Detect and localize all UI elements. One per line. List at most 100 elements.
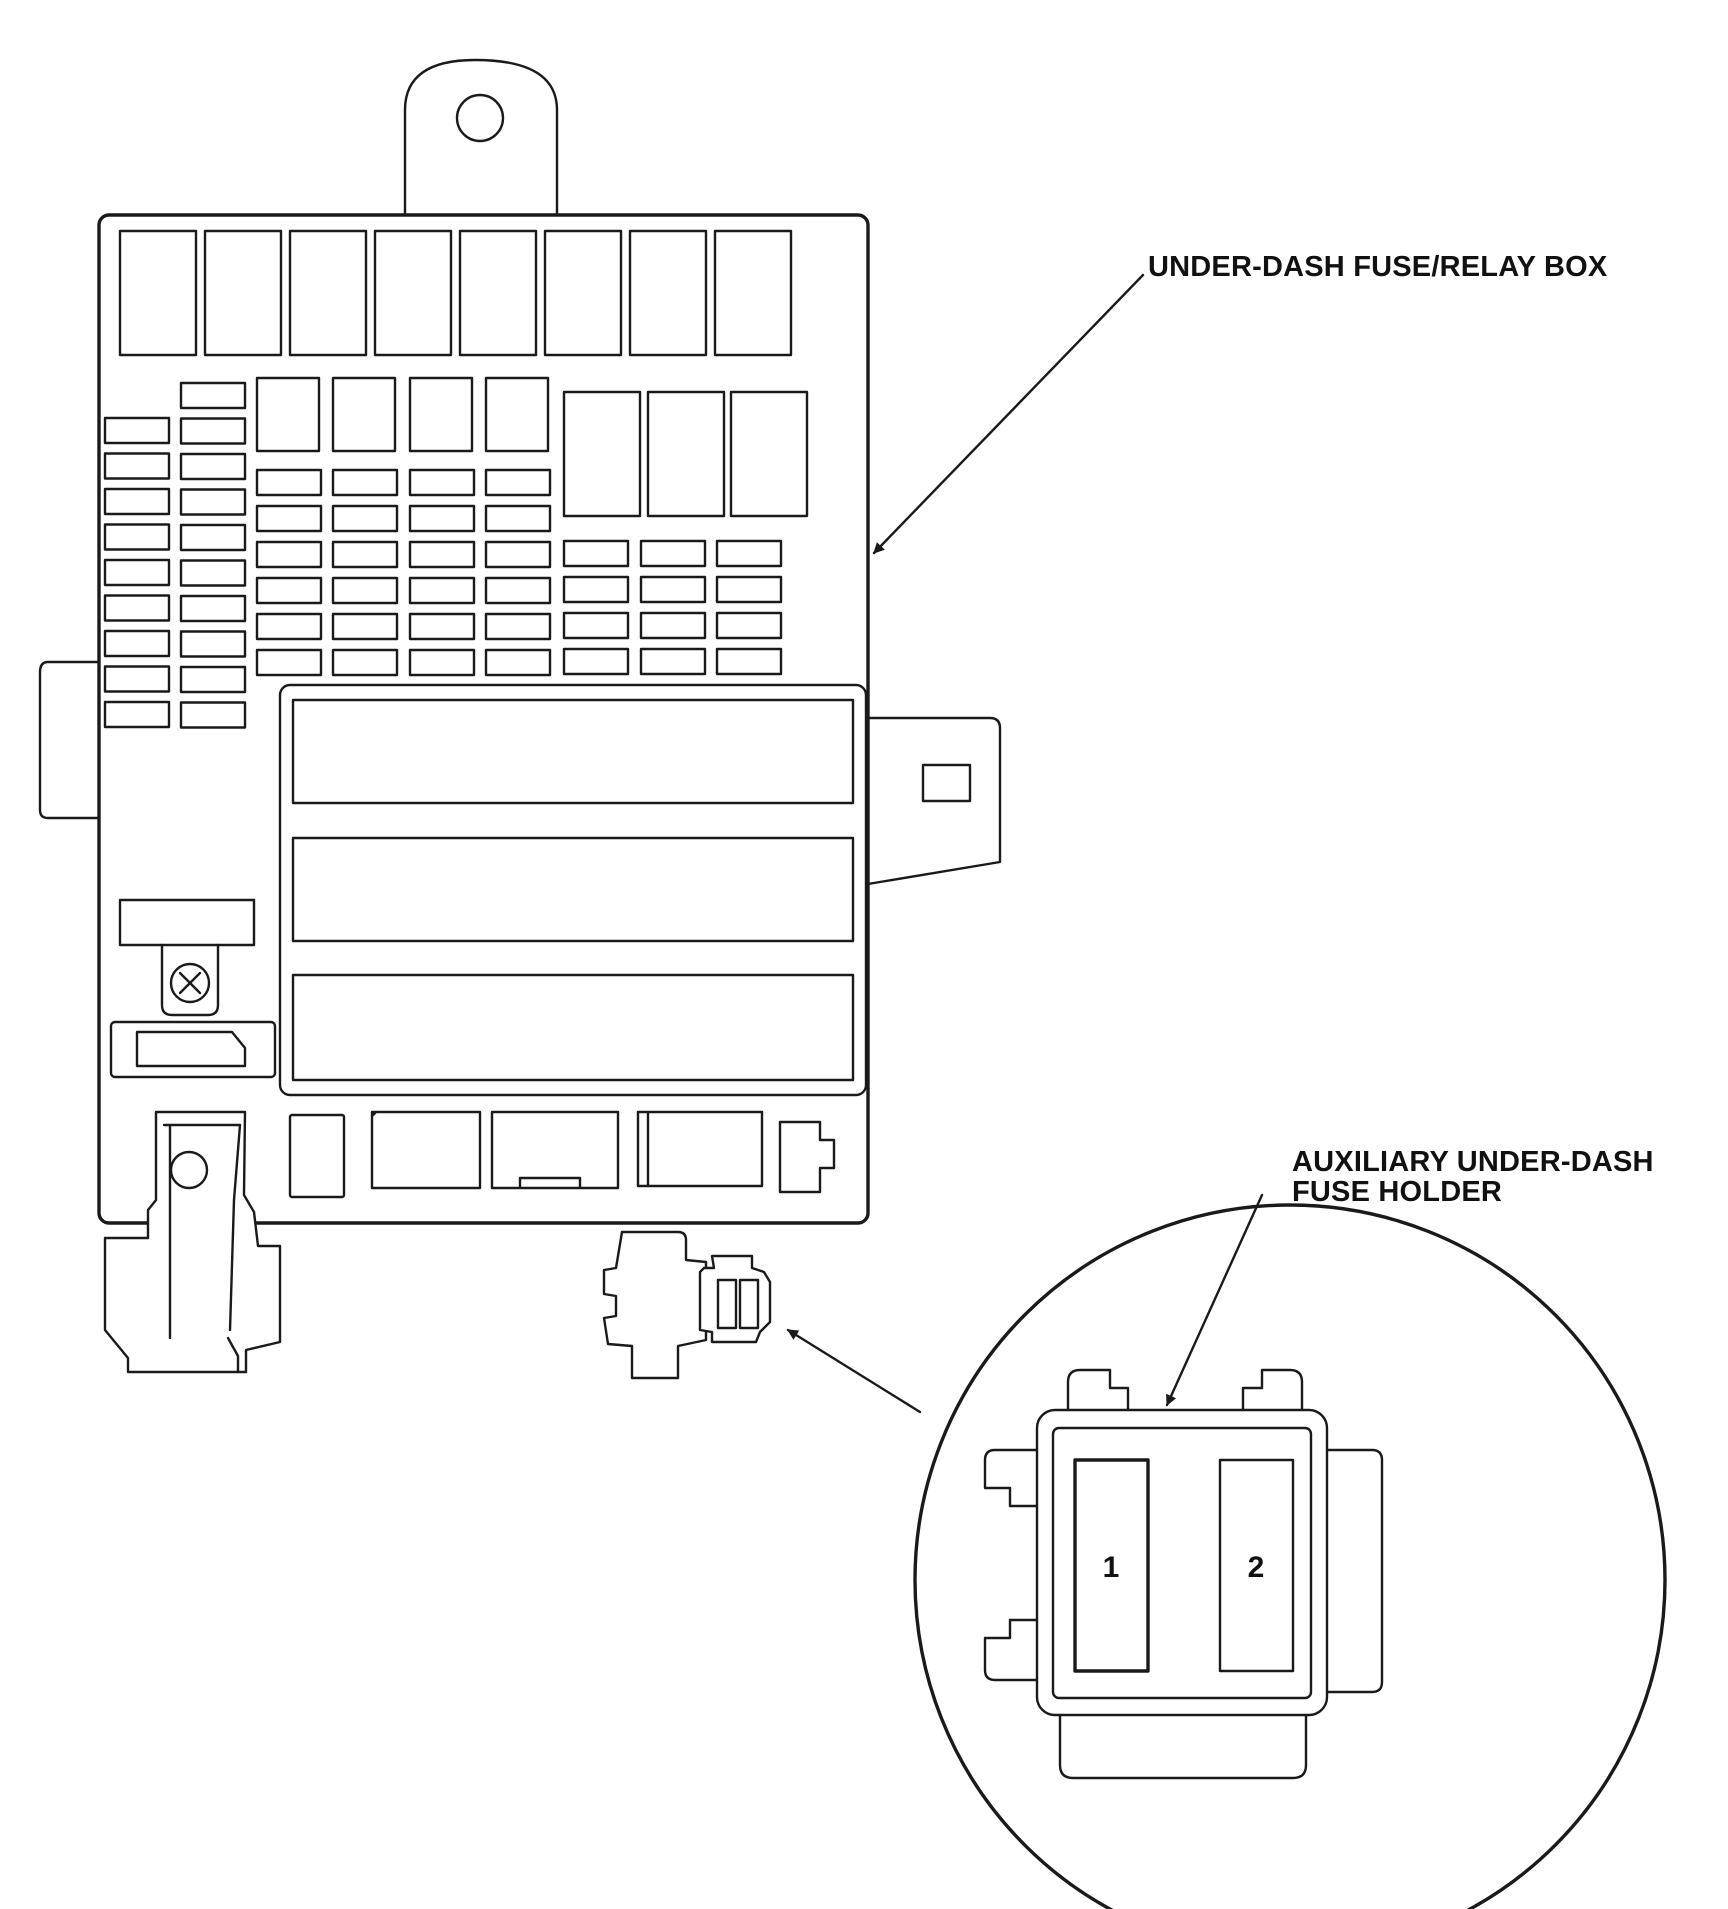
fuse-c2-r4 bbox=[179, 488, 247, 516]
fuse-c6-r5 bbox=[484, 612, 552, 641]
relay-top-7 bbox=[628, 229, 708, 357]
aux-holder-label-line1: AUXILIARY UNDER-DASH bbox=[1292, 1146, 1654, 1178]
fuse-c6-r1 bbox=[484, 468, 552, 497]
aux-holder-zoom-arrow bbox=[786, 1328, 922, 1414]
stud-mount bbox=[160, 943, 220, 1017]
fuse-c1-r5 bbox=[103, 558, 171, 587]
right-side-tab bbox=[1327, 1448, 1384, 1694]
fuse-c2-r7 bbox=[179, 594, 247, 623]
connector-3 bbox=[291, 973, 855, 1082]
aux-holder-small-fuse-2 bbox=[738, 1278, 760, 1330]
fuse-c4-r6 bbox=[331, 648, 399, 677]
relay-tall-2 bbox=[646, 390, 726, 518]
fuse-c6-r6 bbox=[484, 648, 552, 677]
connector-1 bbox=[291, 698, 855, 805]
fuse-c2-r9 bbox=[179, 665, 247, 694]
fuse-c7-r1 bbox=[562, 539, 630, 568]
bottom-connector-3 bbox=[490, 1110, 620, 1190]
fuse-slot-2 bbox=[1218, 1458, 1295, 1673]
relay-top-2 bbox=[203, 229, 283, 357]
relay-top-3 bbox=[288, 229, 368, 357]
fuse-c7-r3 bbox=[562, 611, 630, 640]
bottom-connector-5 bbox=[778, 1120, 836, 1194]
fuse-c3-r5 bbox=[255, 612, 323, 641]
fuse-c3-r2 bbox=[255, 504, 323, 533]
fuse-c4-r1 bbox=[331, 468, 399, 497]
relay-mid-4 bbox=[484, 376, 550, 453]
fuse-c3-r1 bbox=[255, 468, 323, 497]
relay-tall-1 bbox=[562, 390, 642, 518]
fuse-c1-r2 bbox=[103, 452, 171, 480]
fuse-slots bbox=[103, 381, 783, 729]
relay-top-5 bbox=[458, 229, 538, 357]
fuse-c5-r5 bbox=[408, 612, 476, 641]
fuse-c2-r5 bbox=[179, 523, 247, 552]
fuse-c2-r1 bbox=[179, 381, 247, 410]
fuse-c4-r4 bbox=[331, 576, 399, 605]
fuse-c1-r6 bbox=[103, 594, 171, 622]
box-body bbox=[97, 213, 870, 1225]
fuse-c8-r1 bbox=[639, 539, 707, 568]
fuse-c7-r2 bbox=[562, 575, 630, 604]
relay-mid-2 bbox=[331, 376, 397, 453]
fuse-c1-r9 bbox=[103, 700, 171, 729]
mounting-hole bbox=[455, 93, 505, 143]
ground-screw bbox=[169, 962, 211, 1004]
relay-top-8 bbox=[713, 229, 793, 357]
magnifier-circle bbox=[913, 1203, 1667, 1909]
fuse-c8-r2 bbox=[639, 575, 707, 604]
fuse-c2-r2 bbox=[179, 417, 247, 445]
fuse-c4-r5 bbox=[331, 612, 399, 641]
fuse-c2-r3 bbox=[179, 452, 247, 481]
relay-mid-3 bbox=[408, 376, 474, 453]
fuse-c5-r6 bbox=[408, 648, 476, 677]
fuse-slot-1 bbox=[1073, 1458, 1150, 1673]
fuse-c5-r1 bbox=[408, 468, 476, 497]
left-side-tab-lower bbox=[983, 1618, 1037, 1682]
holder-inner-frame bbox=[1051, 1426, 1313, 1700]
left-side-bracket bbox=[38, 660, 99, 820]
aux-holder-leader-arrow bbox=[1165, 1193, 1264, 1407]
top-right-tab bbox=[1241, 1368, 1304, 1410]
bottom-connector-1 bbox=[288, 1113, 346, 1199]
fuse-c1-r1 bbox=[103, 416, 171, 445]
relay-sockets bbox=[118, 229, 809, 518]
connector-2 bbox=[291, 836, 855, 943]
fuse-c8-r3 bbox=[639, 611, 707, 640]
screw-cross-icon bbox=[178, 971, 202, 995]
fuse-c7-r4 bbox=[562, 647, 630, 676]
holder-housing bbox=[1035, 1408, 1329, 1717]
fuse-c9-r2 bbox=[715, 575, 783, 604]
fuse-c5-r4 bbox=[408, 576, 476, 605]
relay-top-4 bbox=[373, 229, 453, 357]
relay-top-1 bbox=[118, 229, 198, 357]
bottom-connector-4 bbox=[636, 1110, 764, 1188]
connector-frame bbox=[278, 683, 868, 1097]
main-box-leader-arrow bbox=[872, 273, 1145, 555]
fuse-c9-r4 bbox=[715, 647, 783, 676]
fuse-c2-r6 bbox=[179, 559, 247, 587]
aux-holder-magnified: 1 2 bbox=[913, 1203, 1667, 1909]
terminal-block bbox=[109, 1020, 277, 1079]
terminal-cover bbox=[118, 898, 256, 947]
clamp-edge bbox=[226, 1336, 240, 1374]
left-side-tab-upper bbox=[983, 1448, 1037, 1508]
fuse-c3-r4 bbox=[255, 576, 323, 605]
fuse-c1-r8 bbox=[103, 665, 171, 693]
relay-mid-1 bbox=[255, 376, 321, 453]
fuse-c4-r2 bbox=[331, 504, 399, 533]
fuse-c6-r4 bbox=[484, 576, 552, 605]
fuse-1-number: 1 bbox=[1103, 1551, 1120, 1584]
under-dash-fuse-relay-box bbox=[38, 58, 1002, 1380]
aux-holder-small-fuse-1 bbox=[716, 1278, 738, 1330]
fuse-c1-r4 bbox=[103, 523, 171, 551]
fuse-c1-r7 bbox=[103, 629, 171, 658]
fuse-2-number: 2 bbox=[1248, 1551, 1265, 1584]
top-left-tab bbox=[1066, 1368, 1130, 1410]
terminal-lug bbox=[135, 1030, 247, 1068]
main-box-label: UNDER-DASH FUSE/RELAY BOX bbox=[1148, 251, 1608, 283]
bracket-slot bbox=[921, 763, 972, 803]
fuse-c1-r3 bbox=[103, 487, 171, 516]
fuse-c9-r3 bbox=[715, 611, 783, 640]
